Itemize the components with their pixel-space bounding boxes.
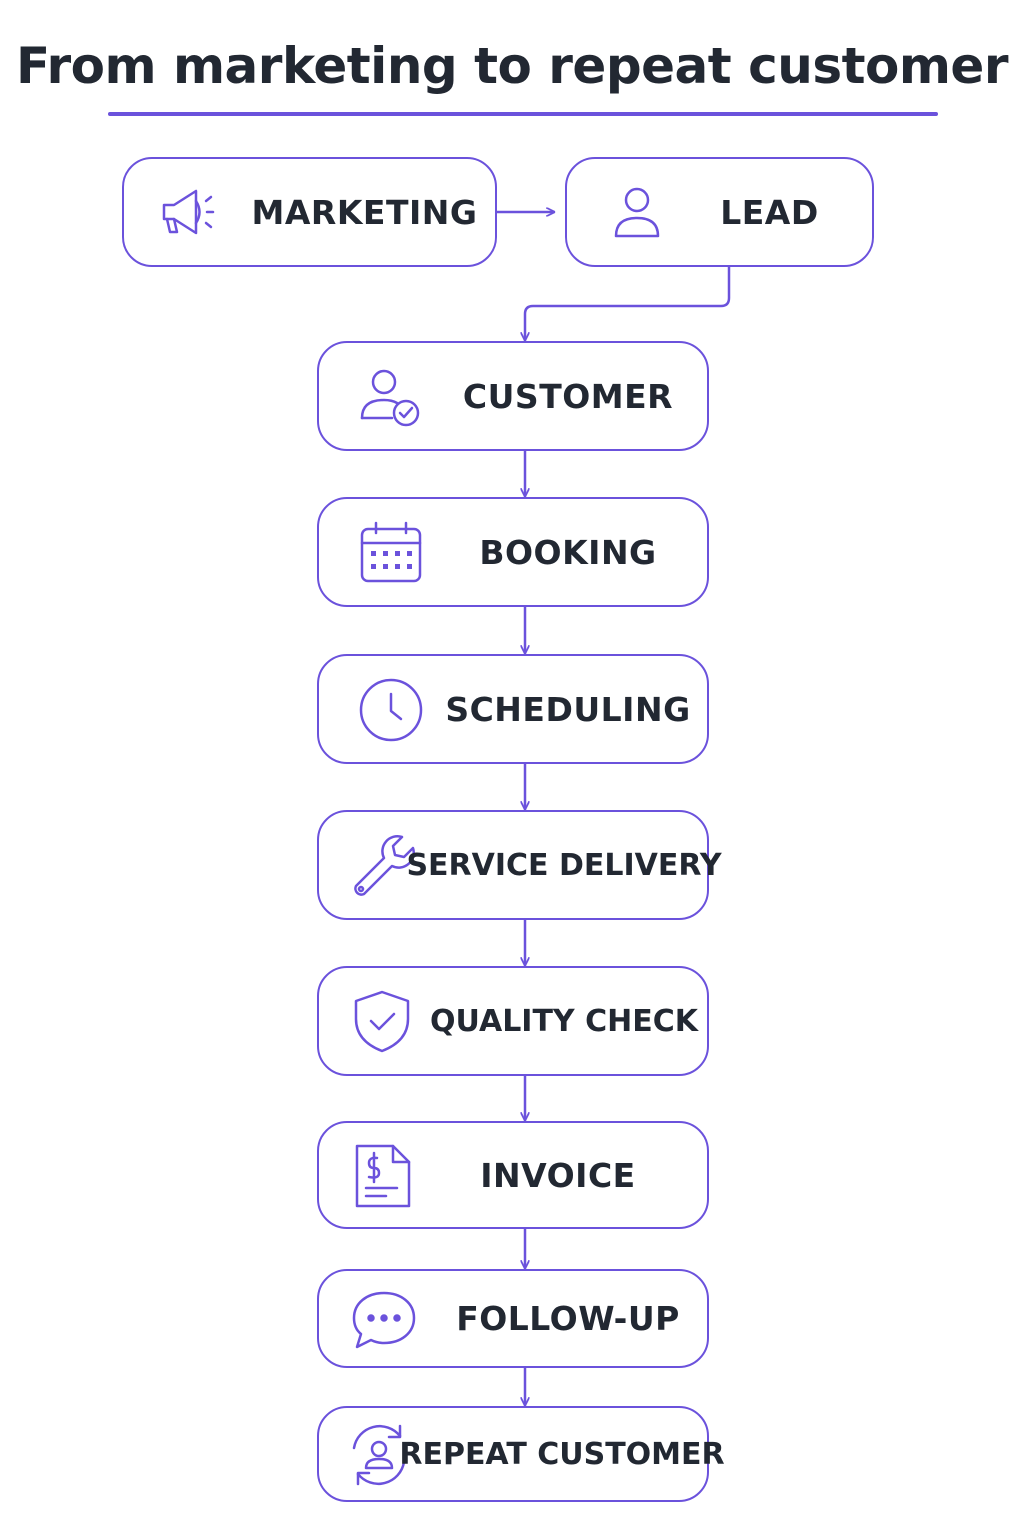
user-check-icon	[356, 362, 426, 432]
step-scheduling: SCHEDULING	[317, 654, 709, 764]
wrench-icon	[349, 831, 419, 901]
step-label: MARKETING	[251, 192, 478, 232]
megaphone-icon	[154, 178, 224, 248]
calendar-icon	[356, 518, 426, 588]
step-label: INVOICE	[480, 1155, 636, 1195]
step-label: FOLLOW-UP	[456, 1299, 680, 1338]
invoice-icon	[347, 1142, 417, 1212]
step-customer: CUSTOMER	[317, 341, 709, 451]
step-label: CUSTOMER	[462, 376, 674, 416]
step-label: LEAD	[720, 192, 819, 232]
step-label: SERVICE DELIVERY	[406, 847, 722, 883]
diagram-title: From marketing to repeat customer	[15, 37, 1009, 95]
chat-bubble-icon	[349, 1285, 419, 1355]
clock-icon	[356, 675, 426, 745]
step-repeat-customer: REPEAT CUSTOMER	[317, 1406, 725, 1502]
step-label: QUALITY CHECK	[430, 1003, 698, 1039]
title-underline	[108, 112, 938, 116]
user-icon	[602, 178, 672, 248]
step-service-delivery: SERVICE DELIVERY	[317, 810, 722, 920]
shield-check-icon	[347, 987, 417, 1057]
step-follow-up: FOLLOW-UP	[317, 1269, 709, 1368]
step-lead: LEAD	[565, 157, 874, 267]
step-booking: BOOKING	[317, 497, 709, 607]
step-marketing: MARKETING	[122, 157, 497, 267]
step-quality-check: QUALITY CHECK	[317, 966, 709, 1076]
step-invoice: INVOICE	[317, 1121, 709, 1229]
step-label: BOOKING	[479, 532, 657, 572]
arrow-lead-to-customer	[525, 265, 731, 342]
step-label: REPEAT CUSTOMER	[399, 1436, 725, 1472]
user-refresh-icon	[344, 1420, 414, 1490]
step-label: SCHEDULING	[445, 689, 691, 729]
